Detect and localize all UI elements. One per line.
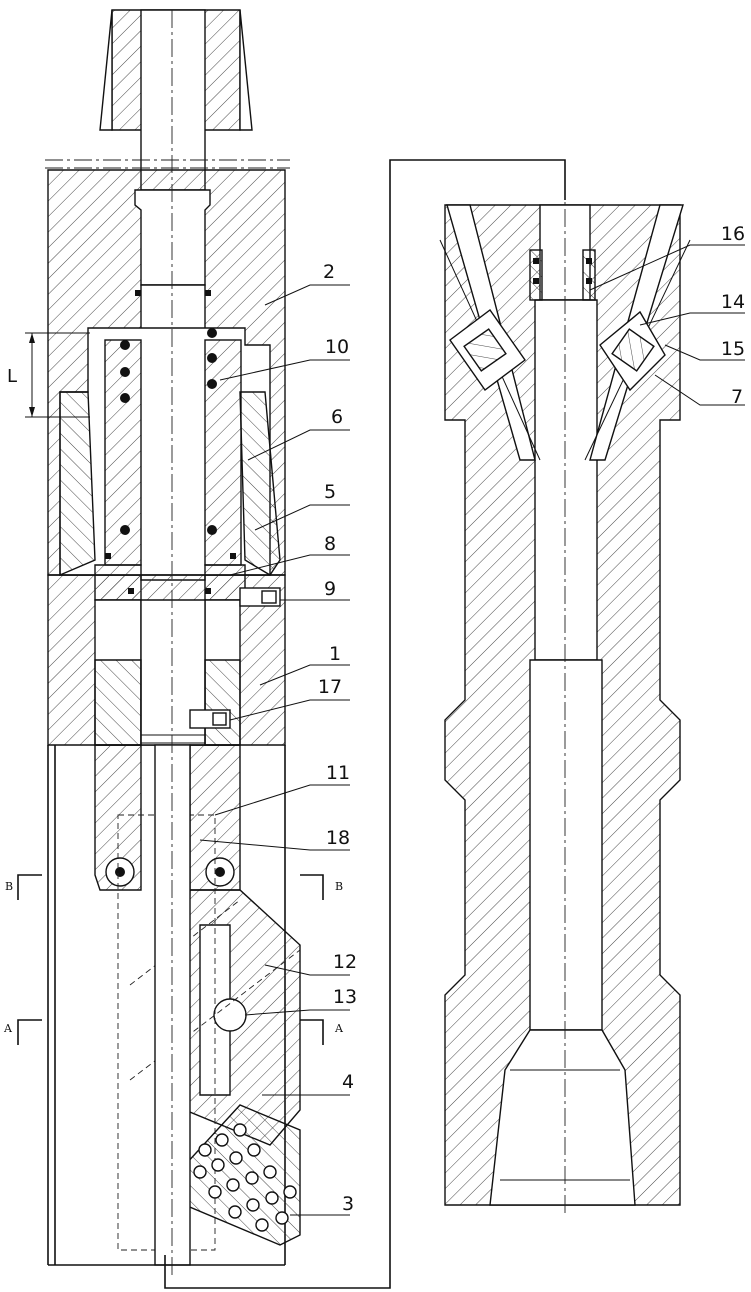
callout-17: 17 — [318, 676, 342, 698]
callout-7: 7 — [731, 386, 743, 408]
section-mark-a-left: A — [3, 1022, 13, 1035]
callout-6: 6 — [331, 406, 343, 428]
dimension-label-L: L — [7, 366, 17, 387]
callout-8: 8 — [324, 533, 336, 555]
spring-coils — [120, 328, 217, 535]
callout-14: 14 — [721, 291, 745, 313]
section-mark-b-left: B — [5, 880, 13, 893]
right-sub-view — [439, 180, 691, 1215]
callout-5: 5 — [324, 481, 336, 503]
callout-2: 2 — [323, 261, 335, 283]
callout-18: 18 — [326, 827, 350, 849]
callout-4: 4 — [342, 1071, 354, 1093]
callout-3: 3 — [342, 1193, 354, 1215]
callout-9: 9 — [324, 578, 336, 600]
callout-12: 12 — [333, 951, 357, 973]
left-assembly-view — [17, 9, 324, 1275]
callout-15: 15 — [721, 338, 745, 360]
connecting-frame — [164, 159, 566, 1289]
section-mark-b-right: B — [335, 880, 343, 893]
leader-lines — [199, 244, 745, 1216]
callout-13: 13 — [333, 986, 357, 1008]
cutter-inserts — [193, 1123, 297, 1232]
section-mark-a-right: A — [334, 1022, 344, 1035]
callout-10: 10 — [325, 336, 349, 358]
callout-16: 16 — [721, 223, 745, 245]
callout-1: 1 — [329, 643, 341, 665]
callout-11: 11 — [326, 762, 350, 784]
